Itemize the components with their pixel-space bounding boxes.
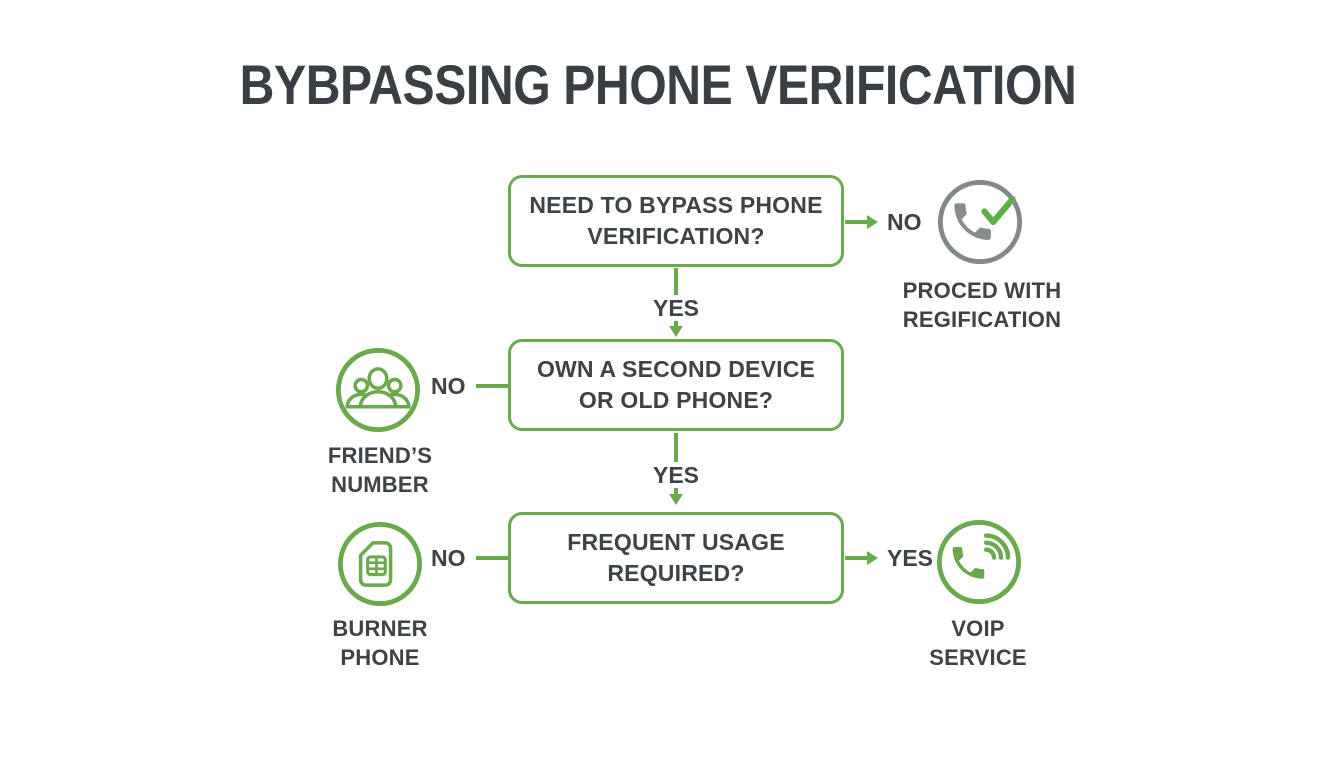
decision-text-line: OWN A SECOND DEVICE [536, 356, 816, 382]
terminal-label-line: SERVICE [929, 645, 1027, 670]
terminal-label-line: PHONE [340, 645, 420, 670]
connector-line [845, 220, 867, 224]
edge-label-yes-3: YES [887, 545, 934, 571]
decision-text-line: OR OLD PHONE? [578, 387, 774, 413]
decision-text-line: NEED TO BYPASS PHONE [529, 192, 823, 218]
connector-no-right-1: NO [845, 206, 965, 238]
arrowhead-down-icon [669, 326, 683, 337]
arrowhead-right-icon [867, 215, 878, 229]
terminal-label-friends-number: FRIEND’S NUMBER [270, 441, 490, 499]
terminal-label-line: VOIP [951, 616, 1005, 641]
voip-phone-icon [935, 518, 1023, 606]
edge-label-no-3: NO [431, 545, 466, 571]
connector-line [845, 556, 867, 560]
decision-text-line: FREQUENT USAGE [567, 529, 785, 555]
decision-text-line: REQUIRED? [607, 560, 745, 586]
terminal-label-line: FRIEND’S [327, 443, 433, 468]
terminal-label-proceed: PROCED WITH REGIFICATION [872, 276, 1092, 334]
connector-line [475, 384, 508, 388]
decision-box-need-bypass: NEED TO BYPASS PHONE VERIFICATION? [508, 175, 844, 267]
sim-card-icon [336, 520, 424, 608]
terminal-label-voip-service: VOIP SERVICE [868, 614, 1088, 672]
arrowhead-right-icon [867, 551, 878, 565]
decision-box-frequent-usage: FREQUENT USAGE REQUIRED? [508, 512, 844, 604]
arrowhead-down-icon [669, 494, 683, 505]
decision-text-line: VERIFICATION? [587, 223, 765, 249]
decision-box-second-device: OWN A SECOND DEVICE OR OLD PHONE? [508, 339, 844, 431]
terminal-label-line: NUMBER [331, 472, 429, 497]
edge-label-yes-2: YES [648, 462, 704, 488]
connector-line [475, 556, 508, 560]
edge-label-yes-1: YES [648, 295, 704, 321]
terminal-label-line: PROCED WITH [902, 278, 1062, 303]
page-title: BYBPASSING PHONE VERIFICATION [239, 53, 1077, 116]
terminal-label-line: BURNER [332, 616, 428, 641]
edge-label-no-1: NO [887, 209, 922, 235]
people-icon [334, 346, 422, 434]
terminal-label-burner-phone: BURNER PHONE [270, 614, 490, 672]
edge-label-no-2: NO [431, 373, 466, 399]
connector-no-left-2: NO [431, 370, 508, 402]
connector-no-left-3: NO [431, 542, 508, 574]
phone-check-icon [936, 178, 1024, 266]
connector-yes-right-3: YES [845, 542, 965, 574]
terminal-label-line: REGIFICATION [902, 307, 1062, 332]
